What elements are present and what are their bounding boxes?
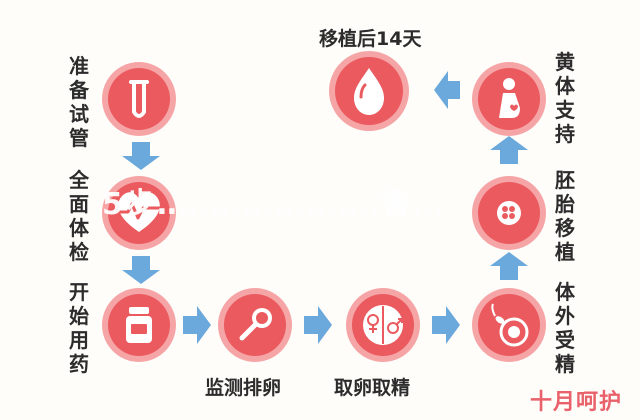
brand-watermark: 十月呵护 <box>529 390 622 415</box>
sperm-egg-icon <box>491 303 529 347</box>
step-label-full-exam: 全面体检 <box>69 168 89 264</box>
medicine-bottle-icon <box>126 307 152 343</box>
node-embryo-transfer <box>472 176 546 250</box>
step-label-start-meds: 开始用药 <box>69 280 89 376</box>
magnifier-icon <box>239 308 272 341</box>
step-label-prep-tube: 准备试管 <box>69 54 89 150</box>
node-prep-tube <box>102 62 176 136</box>
blood-drop-icon <box>354 68 384 115</box>
arrow-right-1 <box>183 306 211 344</box>
flow-arrows <box>122 71 528 344</box>
step-label-retrieve-egg-sperm: 取卵取精 <box>334 377 411 399</box>
arrow-right-2 <box>304 306 332 344</box>
arrow-left-1 <box>434 71 460 109</box>
node-ivf <box>472 288 546 362</box>
test-tube-icon <box>129 80 149 118</box>
node-full-exam <box>102 176 176 250</box>
arrow-up-2 <box>490 136 528 164</box>
node-after-14-days <box>329 51 409 131</box>
arrow-down-2 <box>122 256 160 284</box>
node-luteal-support <box>472 62 546 136</box>
node-retrieve-egg-sperm <box>346 288 420 362</box>
arrow-right-3 <box>432 306 460 344</box>
step-label-monitor-ovulation: 监测排卵 <box>205 377 282 399</box>
heart-pulse-icon <box>114 192 167 232</box>
nodes <box>102 51 546 362</box>
gender-symbols-icon <box>363 305 403 345</box>
node-monitor-ovulation <box>218 288 292 362</box>
step-label-after-14-days: 移植后14天 <box>319 28 422 50</box>
arrow-up-1 <box>490 252 528 280</box>
step-label-ivf: 体外受精 <box>555 280 575 376</box>
node-start-meds <box>102 288 176 362</box>
embryo-icon <box>497 201 521 225</box>
step-label-luteal-support: 黄体支持 <box>555 50 575 146</box>
step-label-embryo-transfer: 胚胎移植 <box>555 168 575 264</box>
arrow-down-1 <box>122 142 160 170</box>
pregnant-woman-icon <box>499 78 520 118</box>
watermark-banner-text: 5步…………………鲁… <box>102 187 445 222</box>
